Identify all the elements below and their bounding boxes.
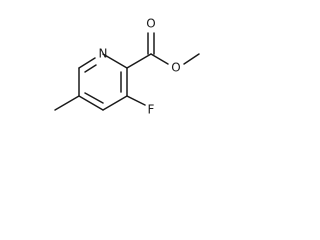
- ring-nitrogen-label: N: [99, 47, 108, 61]
- ester-oxygen-label: O: [171, 61, 180, 75]
- bond-c6-n: [78, 57, 96, 69]
- chemical-structure-diagram: N O O F: [54, 17, 200, 117]
- bond-c6-n-inner: [84, 64, 97, 73]
- bond-ester-oxygen-methyl: [183, 53, 200, 65]
- bond-c3-c4: [102, 95, 128, 111]
- fluorine-label: F: [148, 103, 155, 117]
- bond-n-c2: [102, 53, 128, 69]
- bond-c4-c5-inner: [84, 92, 104, 104]
- carbonyl-oxygen-label: O: [146, 17, 155, 31]
- bond-carbonyl-ester-oxygen: [150, 53, 169, 65]
- bond-c3-f: [126, 95, 146, 106]
- bond-c2-carbonyl: [126, 53, 152, 69]
- bond-c5-methyl: [54, 95, 80, 111]
- bond-c4-c5: [78, 95, 104, 111]
